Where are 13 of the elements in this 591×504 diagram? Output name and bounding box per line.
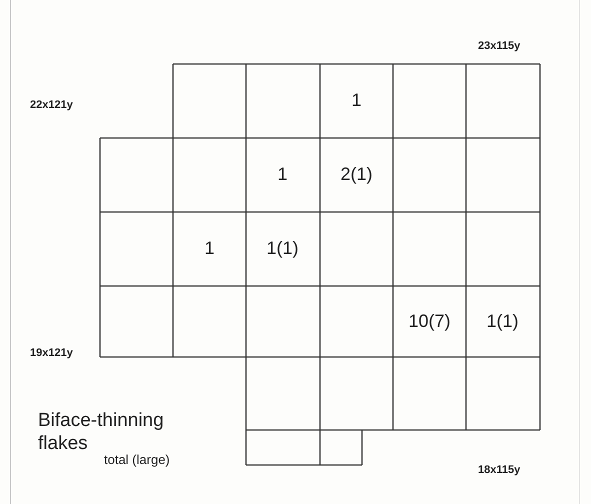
subtitle-text: total (large) [104,452,170,467]
cell-count: 1 [350,90,362,111]
cell-count: 1(1) [265,238,300,259]
grid-corner-label: 22x121y [30,99,73,111]
cell-count: 10(7) [407,311,452,332]
cell-count: 2(1) [339,164,374,185]
cell-count: 1 [276,164,288,185]
grid-corner-label: 19x121y [30,347,73,359]
grid-corner-label: 23x115y [478,40,520,52]
cell-count: 1(1) [485,311,520,332]
title-text: Biface-thinning flakes [38,410,165,454]
grid-corner-label: 18x115y [478,464,520,476]
cell-count: 1 [203,238,216,259]
